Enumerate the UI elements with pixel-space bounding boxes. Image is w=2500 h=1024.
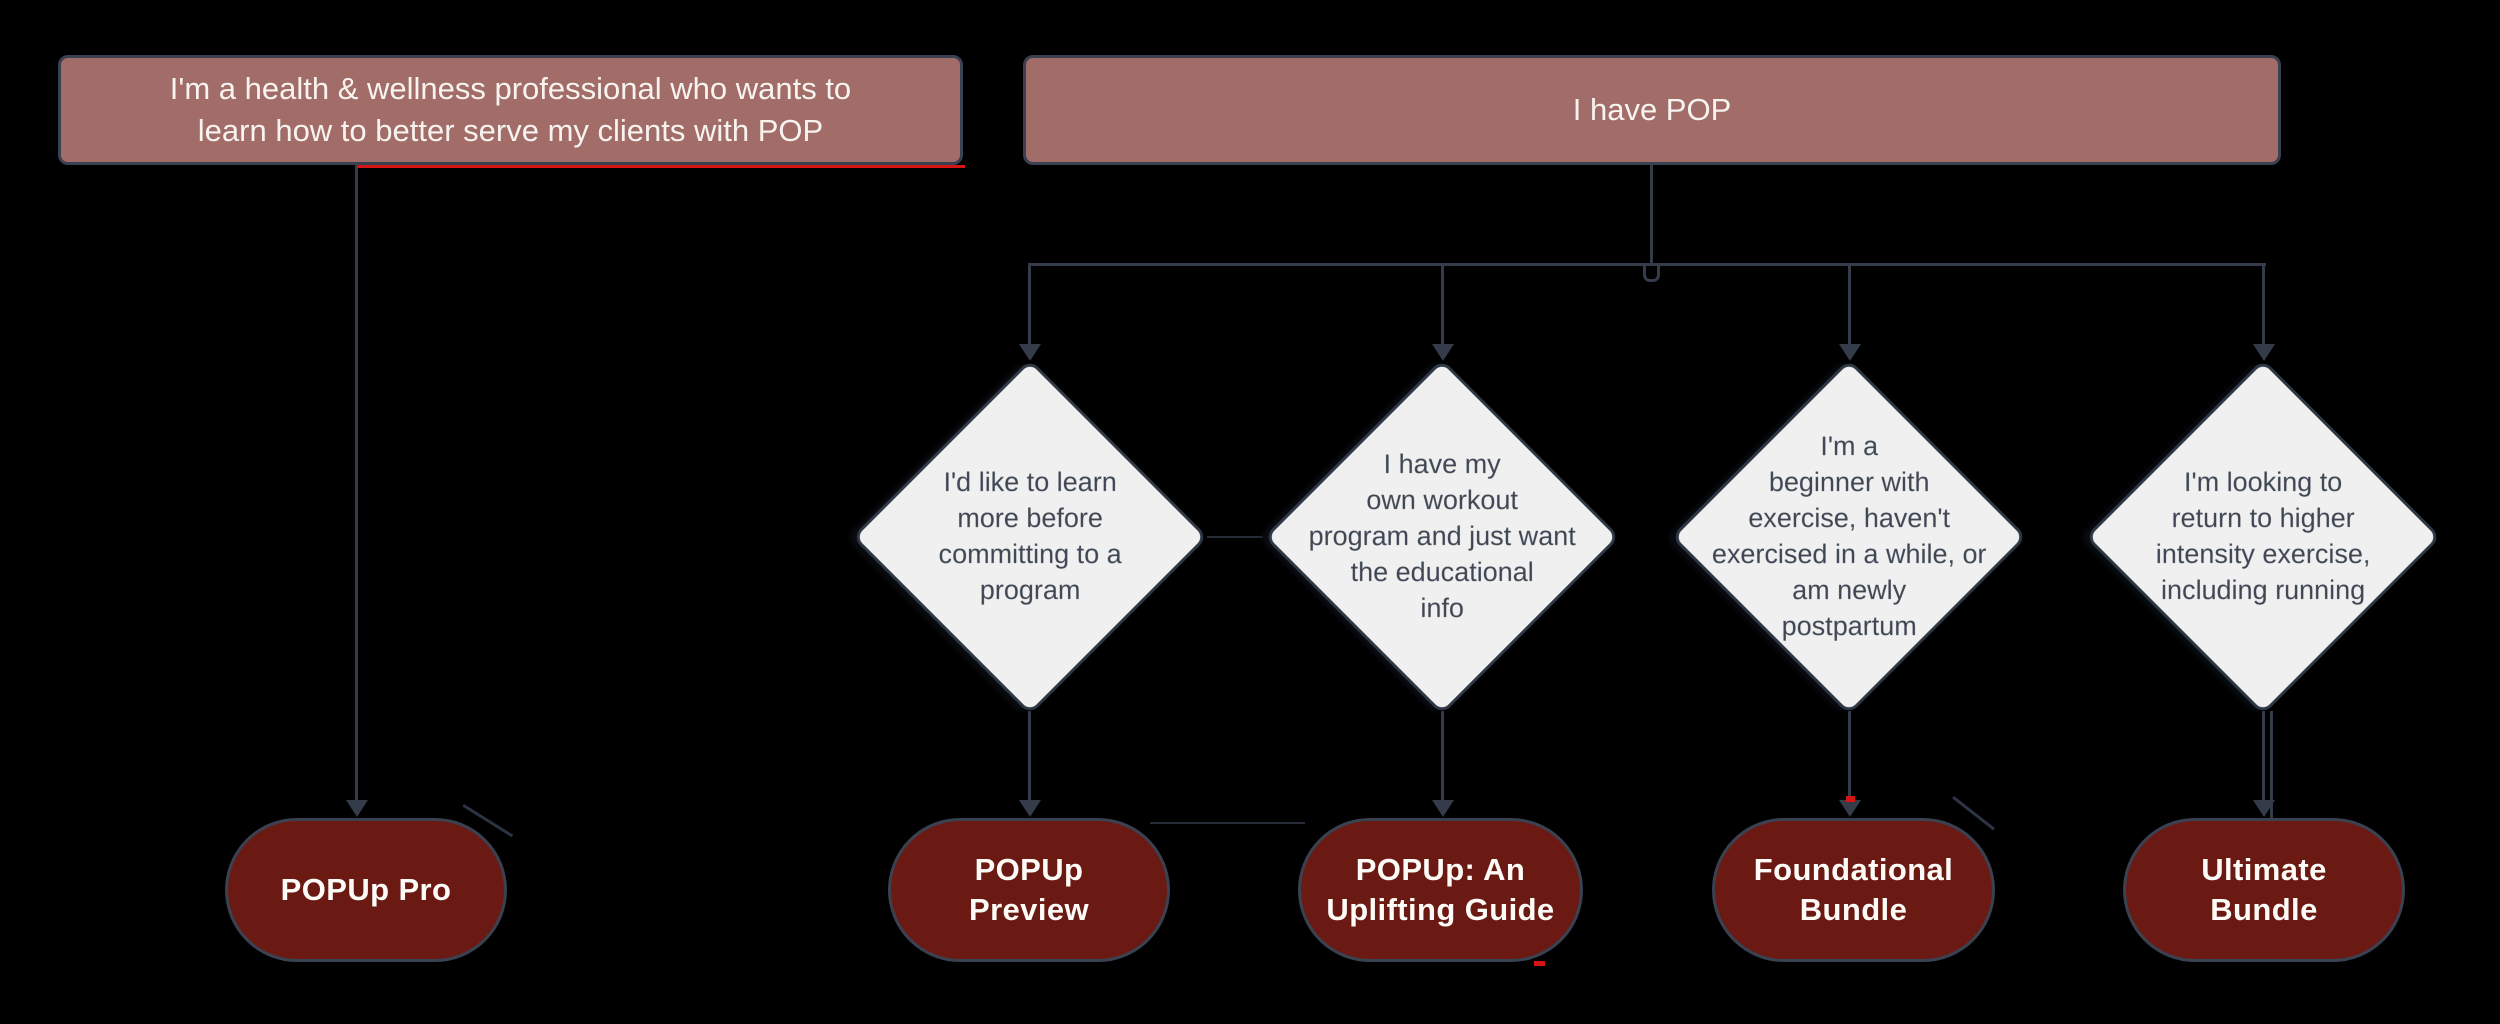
decision-diamond-learn-more: I'd like to learn more before committing… [851, 358, 1209, 716]
decision-diamond-beginner: I'm a beginner with exercise, haven't ex… [1670, 358, 2028, 716]
edge-learn-more-to-preview [1028, 711, 1031, 801]
product-label: POPUp Preview [969, 852, 1089, 927]
decision-label: I'm looking to return to higher intensit… [2155, 467, 2371, 605]
product-label: Foundational Bundle [1753, 852, 1954, 927]
edge-drop-higher-intensity [2262, 263, 2265, 345]
product-node-popup-pro: POPUp Pro [225, 818, 507, 962]
edge-higher-intensity-to-ultimate-2 [2270, 711, 2273, 818]
decision-label: I'm a beginner with exercise, haven't ex… [1711, 431, 1987, 641]
product-node-ultimate-bundle: Ultimate Bundle [2123, 818, 2405, 962]
arrowhead-beginner [1839, 344, 1861, 361]
edge-trunk-hook [1643, 264, 1660, 282]
arrowhead-learn-more [1019, 344, 1041, 361]
start-node-professional-label: I'm a health & wellness professional who… [169, 71, 852, 148]
red-speck-guide [1534, 961, 1545, 966]
decision-label: I'd like to learn more before committing… [938, 467, 1122, 605]
edge-drop-own-program [1441, 263, 1444, 345]
arrowhead-popup-preview [1019, 800, 1041, 817]
arrowhead-higher-intensity [2253, 344, 2275, 361]
product-label: POPUp: An Uplifting Guide [1326, 852, 1555, 927]
product-node-popup-guide: POPUp: An Uplifting Guide [1298, 818, 1583, 962]
link-pill2-pill3 [1150, 822, 1305, 824]
edge-have-pop-trunk [1650, 165, 1653, 265]
decision-label: I have my own workout program and just w… [1308, 449, 1576, 623]
arrowhead-ultimate-bundle [2253, 800, 2275, 817]
edge-own-program-to-guide [1441, 711, 1444, 801]
arrowhead-popup-guide [1432, 800, 1454, 817]
edge-drop-beginner [1848, 263, 1851, 345]
edge-higher-intensity-to-ultimate [2262, 711, 2265, 801]
start-node-have-pop-label: I have POP [1572, 92, 1732, 128]
product-label: POPUp Pro [280, 872, 452, 908]
red-speck-foundational [1846, 796, 1855, 802]
edge-beginner-to-foundational [1848, 711, 1851, 801]
red-underline-professional-box [357, 165, 965, 168]
edge-drop-learn-more [1028, 263, 1031, 345]
link-diamond1-diamond2 [1207, 536, 1263, 538]
decision-diamond-higher-intensity: I'm looking to return to higher intensit… [2084, 358, 2442, 716]
edge-professional-to-popup-pro [355, 165, 358, 802]
start-node-professional: I'm a health & wellness professional who… [58, 55, 963, 165]
arrowhead-own-program [1432, 344, 1454, 361]
product-label: Ultimate Bundle [2201, 852, 2327, 927]
arrowhead-popup-pro [346, 800, 368, 817]
stray-diagonal-foundational [1952, 796, 1995, 831]
start-node-have-pop: I have POP [1023, 55, 2281, 165]
arrowhead-foundational-bundle [1839, 800, 1861, 817]
product-node-popup-preview: POPUp Preview [888, 818, 1170, 962]
decision-diamond-own-program: I have my own workout program and just w… [1263, 358, 1621, 716]
product-node-foundational-bundle: Foundational Bundle [1712, 818, 1995, 962]
